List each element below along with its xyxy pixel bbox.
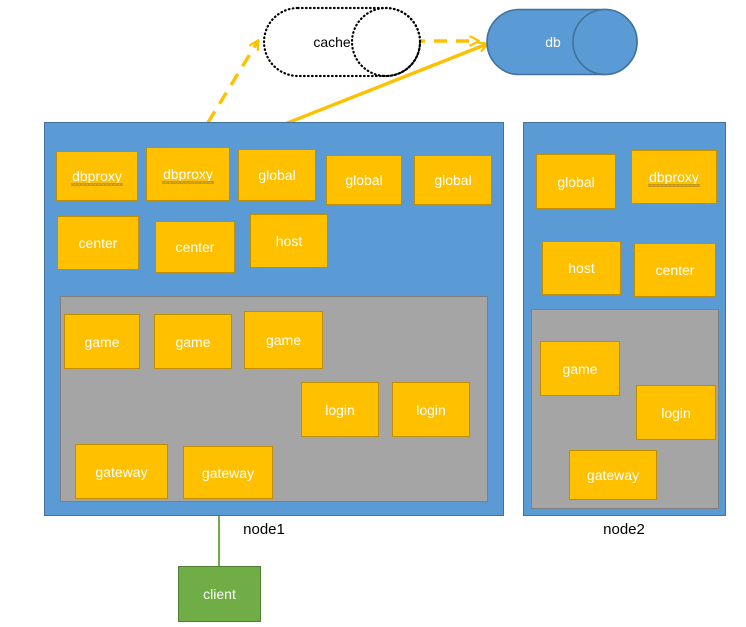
service-label: center [78, 235, 118, 251]
service-box-host[interactable]: host [250, 214, 328, 268]
service-label: global [258, 167, 296, 183]
service-box-dbproxy[interactable]: dbproxy [631, 150, 717, 204]
service-label: login [325, 401, 355, 418]
service-box-dbproxy[interactable]: dbproxy [146, 147, 230, 201]
service-label: dbproxy [648, 169, 700, 187]
service-label: dbproxy [71, 168, 123, 186]
service-label: login [661, 404, 691, 421]
service-box-global[interactable]: global [414, 155, 492, 205]
service-box-gateway[interactable]: gateway [183, 446, 273, 499]
client-box[interactable]: client [178, 566, 261, 622]
service-label: login [416, 401, 446, 418]
service-label: global [557, 173, 595, 190]
service-box-game[interactable]: game [154, 314, 232, 369]
service-box-global[interactable]: global [238, 149, 316, 201]
service-box-center[interactable]: center [155, 221, 235, 273]
service-label: host [568, 260, 595, 276]
service-box-dbproxy[interactable]: dbproxy [56, 151, 138, 201]
service-label: dbproxy [162, 166, 214, 184]
service-box-global[interactable]: global [536, 154, 616, 209]
node1-label: node1 [243, 521, 285, 538]
db-end-cap [572, 8, 638, 76]
service-box-login[interactable]: login [392, 382, 470, 437]
service-label: gateway [586, 467, 640, 483]
service-label: center [655, 262, 695, 278]
service-box-global[interactable]: global [326, 155, 402, 205]
service-label: global [434, 172, 472, 188]
service-label: gateway [95, 463, 148, 480]
service-label: host [275, 233, 303, 249]
service-box-gateway[interactable]: gateway [569, 450, 657, 500]
service-box-host[interactable]: host [542, 241, 621, 295]
service-label: center [175, 239, 215, 255]
cache-body [262, 6, 422, 78]
db-cylinder[interactable] [486, 8, 638, 76]
service-box-login[interactable]: login [301, 382, 379, 437]
service-box-gateway[interactable]: gateway [75, 444, 168, 499]
service-label: gateway [201, 464, 255, 481]
service-box-game[interactable]: game [244, 311, 323, 369]
service-label: game [562, 360, 598, 377]
service-label: game [84, 333, 120, 350]
cache-cylinder[interactable] [262, 6, 422, 78]
node2-label: node2 [603, 521, 645, 538]
service-box-login[interactable]: login [636, 385, 716, 440]
client-label: client [203, 586, 236, 602]
service-label: global [345, 172, 383, 188]
service-label: game [265, 332, 302, 348]
service-box-game[interactable]: game [540, 341, 620, 396]
service-label: game [175, 333, 211, 350]
cache-end-cap [350, 6, 422, 78]
service-box-center[interactable]: center [634, 243, 716, 297]
service-box-game[interactable]: game [64, 314, 140, 369]
service-box-center[interactable]: center [57, 216, 139, 270]
